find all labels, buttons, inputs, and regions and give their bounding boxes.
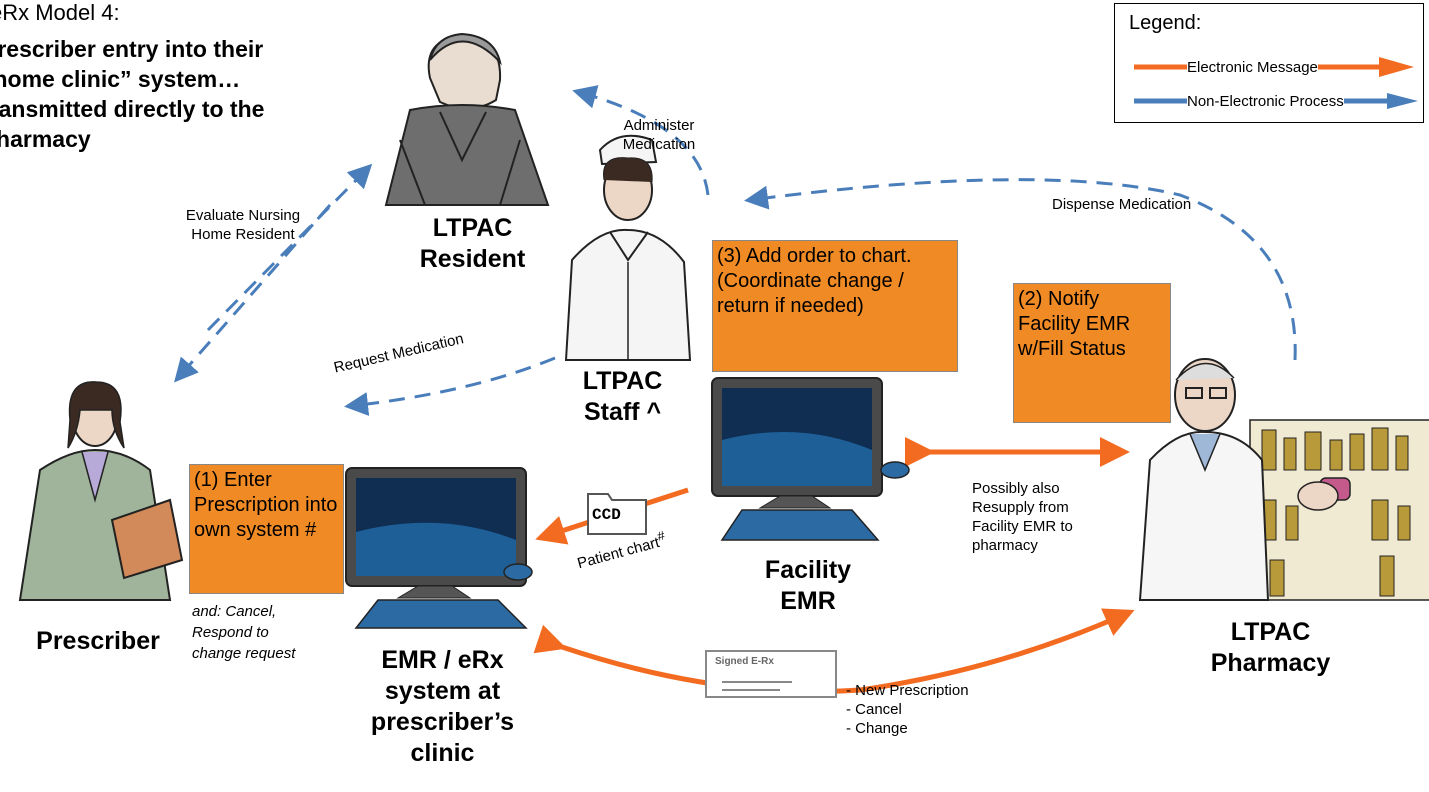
staff-illustration xyxy=(564,134,692,361)
ccd-folder-icon xyxy=(587,493,647,535)
action-list: - New Prescription - Cancel - Change xyxy=(846,682,969,737)
resident-illustration xyxy=(384,32,550,206)
signed-erx-document-icon xyxy=(705,650,837,698)
legend-title: Legend: xyxy=(1129,12,1202,34)
pharmacist-illustration xyxy=(1138,358,1429,601)
evaluate-arrow xyxy=(174,163,373,383)
legend-non-electronic: Non-Electronic Process xyxy=(1131,90,1421,112)
resident-label: LTPAC Resident xyxy=(419,214,526,273)
dispense-arrow xyxy=(744,178,1297,361)
dispense-label: Dispense Medication xyxy=(1052,196,1192,213)
step1-box: (1) Enter Prescription into own system # xyxy=(189,464,344,594)
facility-emr-label: Facility EMR xyxy=(764,556,852,615)
request-arrow xyxy=(344,356,556,416)
administer-label: Administer Medication xyxy=(622,117,696,153)
legend-electronic: Electronic Message xyxy=(1131,56,1421,78)
evaluate-label: Evaluate Nursing Home Resident xyxy=(185,207,301,243)
prescriber-computer-illustration xyxy=(345,467,533,629)
signed-erx-label: Signed E-Rx xyxy=(715,656,774,667)
pharmacy-label: LTPAC Pharmacy xyxy=(1210,618,1331,677)
legend-electronic-label: Electronic Message xyxy=(1187,59,1318,76)
step2-box: (2) Notify Facility EMR w/Fill Status xyxy=(1013,283,1171,423)
diagram-title: eRx Model 4: xyxy=(0,0,120,25)
cancel-note: and: Cancel, Respond to change request xyxy=(192,603,296,662)
facility-computer-illustration xyxy=(711,377,910,541)
legend: Legend: Electronic Message Non-Electroni… xyxy=(1114,3,1424,123)
prescriber-illustration xyxy=(18,381,184,601)
diagram-subtitle: Prescriber entry into their “home clinic… xyxy=(0,36,265,152)
resupply-note: Possibly also Resupply from Facility EMR… xyxy=(972,480,1073,554)
step3-box: (3) Add order to chart. (Coordinate chan… xyxy=(712,240,958,372)
legend-non-electronic-label: Non-Electronic Process xyxy=(1187,93,1344,110)
prescriber-label: Prescriber xyxy=(36,627,160,655)
staff-label: LTPAC Staff ^ xyxy=(582,367,663,426)
emr-system-label: EMR / eRx system at prescriber’s clinic xyxy=(370,646,515,767)
erx-arrow xyxy=(533,608,1135,695)
ccd-label: CCD xyxy=(592,506,621,524)
